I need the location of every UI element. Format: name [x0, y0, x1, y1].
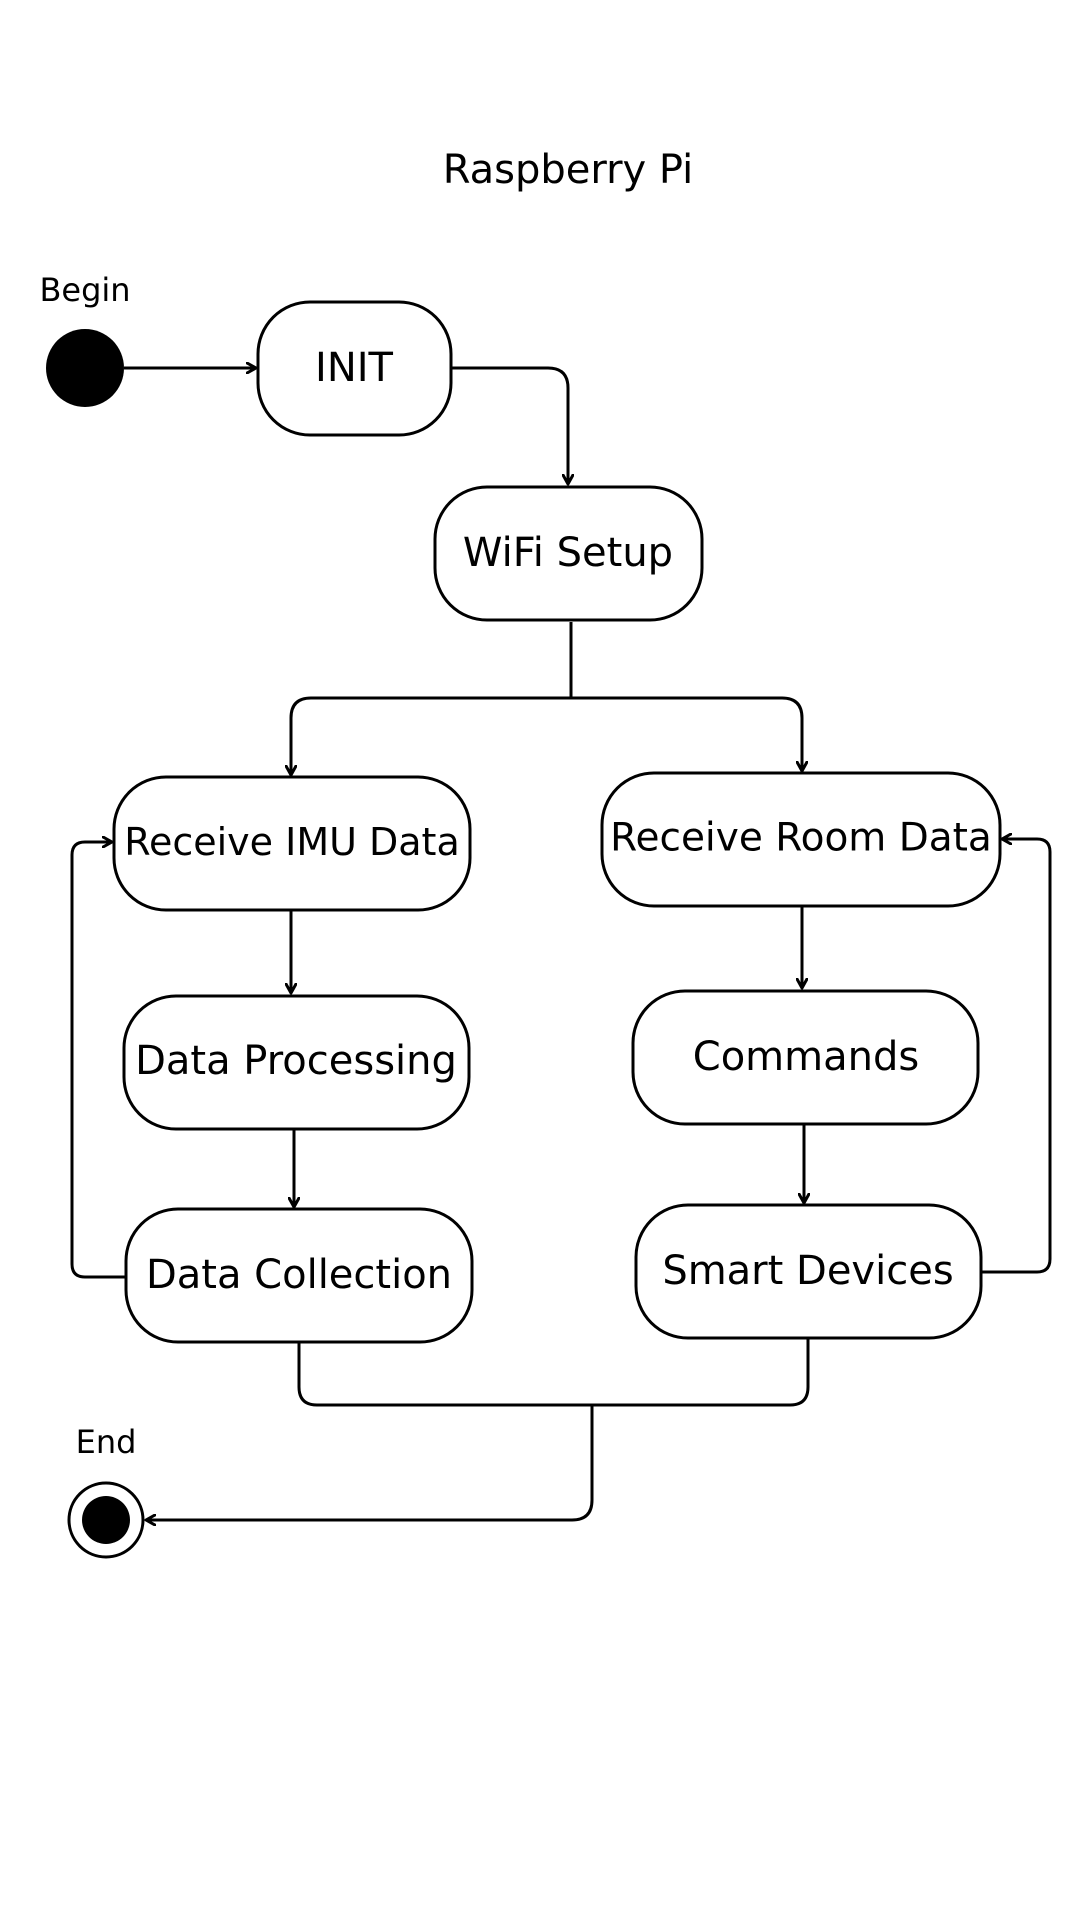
state-data-collection-label: Data Collection — [146, 1252, 452, 1298]
state-data-processing-label: Data Processing — [135, 1038, 457, 1084]
state-commands-label: Commands — [693, 1034, 919, 1080]
state-data-processing: Data Processing — [122, 994, 471, 1131]
end-node — [67, 1481, 145, 1559]
start-label: Begin — [39, 271, 130, 309]
state-receive-imu-data: Receive IMU Data — [112, 775, 472, 912]
edge-init-to-wifi — [451, 366, 568, 484]
state-receive-imu-data-label: Receive IMU Data — [124, 820, 459, 864]
end-label: End — [76, 1423, 137, 1461]
state-wifi-setup: WiFi Setup — [433, 485, 704, 622]
diagram-title: Raspberry Pi — [443, 147, 694, 193]
edge-fork-to-receive-imu — [291, 696, 571, 775]
state-receive-room-data: Receive Room Data — [600, 771, 1002, 908]
edge-join-to-end — [146, 1405, 594, 1520]
state-data-collection: Data Collection — [124, 1207, 474, 1344]
state-wifi-setup-label: WiFi Setup — [463, 530, 673, 576]
state-smart-devices-label: Smart Devices — [662, 1248, 953, 1294]
state-commands: Commands — [631, 989, 980, 1126]
state-receive-room-data-label: Receive Room Data — [610, 816, 992, 861]
edge-collection-loop-to-imu — [70, 842, 126, 1279]
state-init-label: INIT — [315, 345, 394, 391]
state-init: INIT — [256, 300, 453, 437]
edge-fork-to-receive-room — [571, 696, 802, 771]
edge-join — [297, 1337, 810, 1407]
start-node — [46, 329, 124, 407]
state-smart-devices: Smart Devices — [634, 1203, 983, 1340]
transitions — [70, 366, 1052, 1520]
edge-devices-loop-to-room — [982, 839, 1052, 1274]
